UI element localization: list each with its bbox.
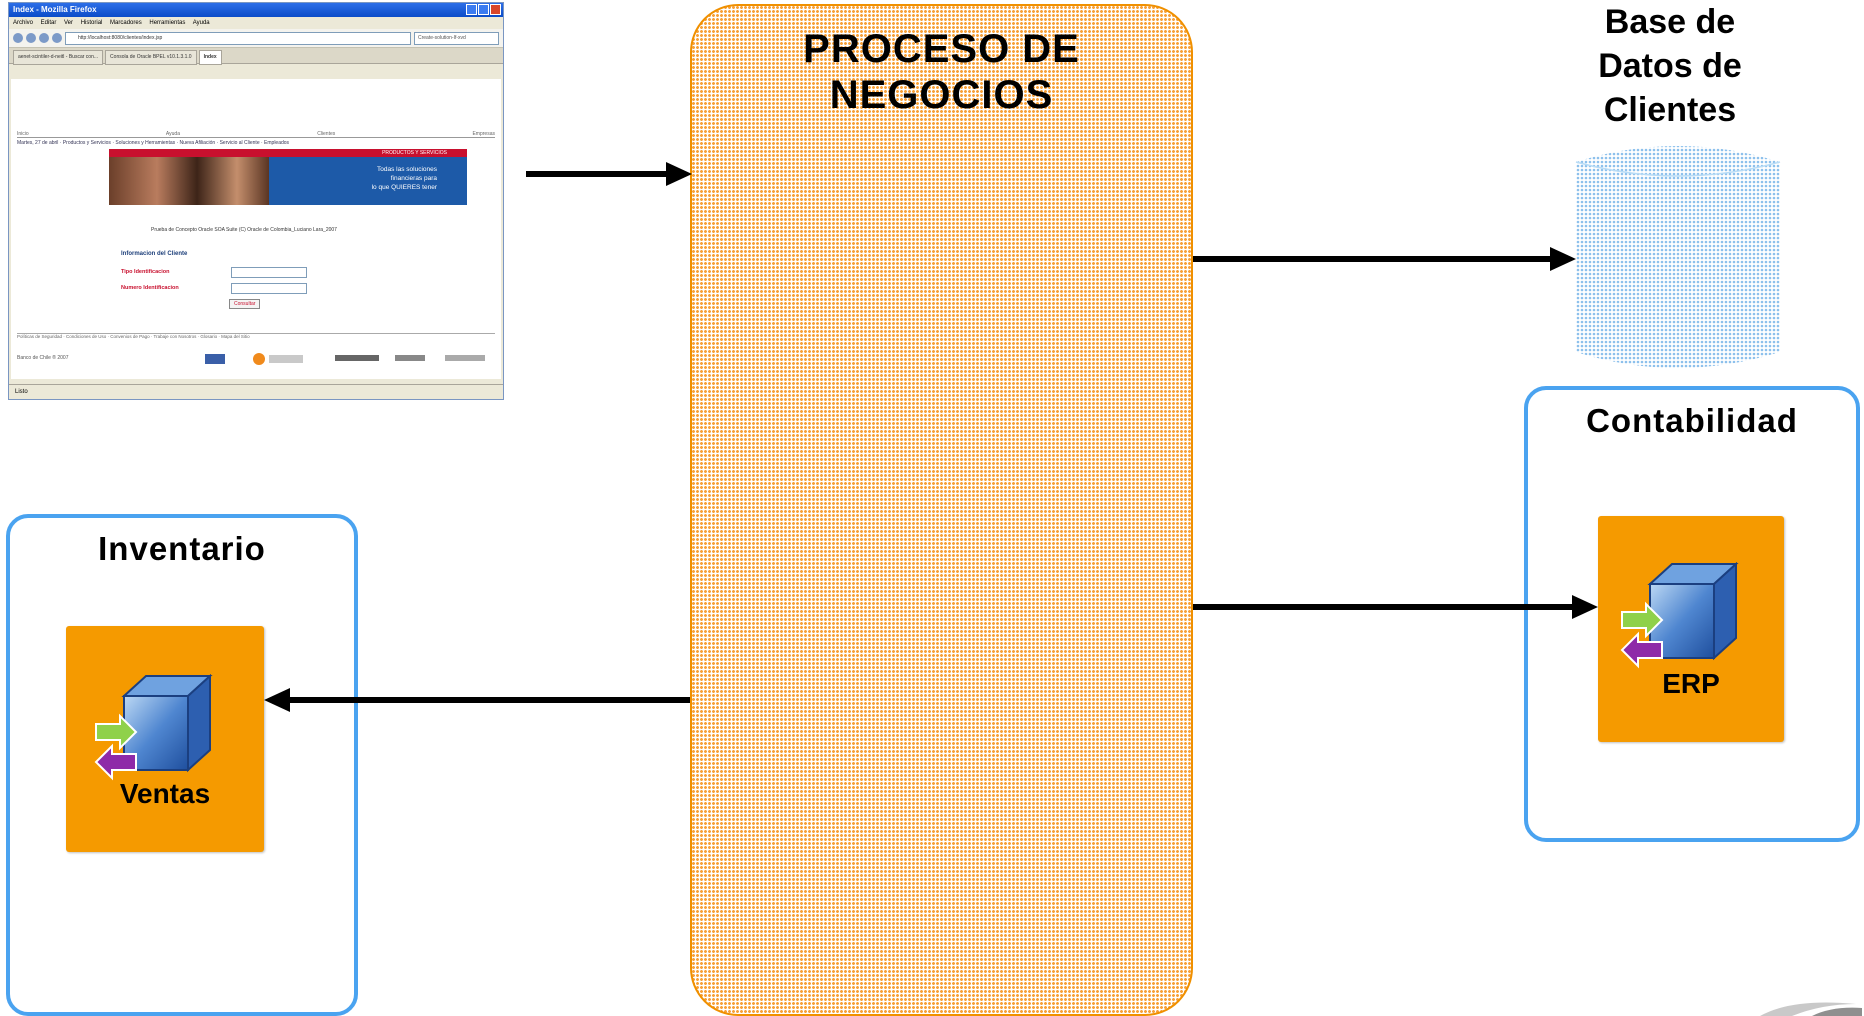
browser-tabbar: aenet-scintiler-d-neitl - Buscar con... … <box>9 48 503 65</box>
home-icon <box>52 33 62 43</box>
site-nav-item: Inicio <box>17 131 29 137</box>
browser-statusbar: Listo <box>9 384 503 399</box>
business-process-title-line1: PROCESO DE <box>803 27 1080 71</box>
browser-window-title: Index - Mozilla Firefox <box>13 5 97 14</box>
customer-database-label-line1: Base de <box>1604 3 1736 41</box>
browser-viewport: Inicio Ayuda Clientes Empresas Martes, 2… <box>11 79 501 379</box>
business-process-title: PROCESO DE NEGOCIOS <box>690 26 1193 118</box>
browser-screenshot: Index - Mozilla Firefox Archivo Editar V… <box>8 2 504 400</box>
banner-slogan: Todas las soluciones financieras para lo… <box>371 166 437 191</box>
window-controls <box>466 4 501 15</box>
business-process-block <box>690 4 1193 1016</box>
contabilidad-title: Contabilidad <box>1586 402 1798 439</box>
site-nav: Inicio Ayuda Clientes Empresas <box>17 131 495 138</box>
erp-service-cube-icon <box>1620 562 1739 669</box>
business-process-title-line2: NEGOCIOS <box>829 73 1054 117</box>
browser-tab: Consola de Oracle BPEL v10.1.3.1.0 <box>105 50 197 65</box>
browser-tab: aenet-scintiler-d-neitl - Buscar con... <box>13 50 104 65</box>
erp-label: ERP <box>1662 668 1720 699</box>
form-title: Informacion del Cliente <box>121 251 188 257</box>
browser-titlebar: Index - Mozilla Firefox <box>9 3 503 17</box>
field-input-tipo <box>231 267 307 278</box>
browser-menubar: Archivo Editar Ver Historial Marcadores … <box>13 20 210 26</box>
consultar-button: Consultar <box>229 299 261 309</box>
corner-logo-mark <box>1760 1002 1862 1016</box>
browser-navbar: http://localhost:8080/clientes/index.jsp… <box>9 29 503 48</box>
browser-search: Create-solution-If-xvd <box>414 31 499 45</box>
maximize-icon <box>478 4 489 15</box>
footer-copyright: Banco de Chile ® 2007 <box>17 355 69 361</box>
minimize-icon <box>466 4 477 15</box>
site-nav-item: Clientes <box>317 131 336 137</box>
field-label-tipo: Tipo Identificacion <box>121 269 170 275</box>
banner-header: PRODUCTOS Y SERVICIOS <box>109 149 467 157</box>
field-label-numero: Numero Identificacion <box>121 285 179 291</box>
close-icon <box>490 4 501 15</box>
browser-url: http://localhost:8080/clientes/index.jsp <box>65 31 411 45</box>
back-icon <box>13 33 23 43</box>
site-footer-logos: Banco de Chile ® 2007 <box>17 347 495 369</box>
database-cylinder-icon <box>1575 146 1781 368</box>
field-input-numero <box>231 283 307 294</box>
site-footer-links: Políticas de Seguridad · Condiciones de … <box>17 333 495 339</box>
site-banner: PRODUCTOS Y SERVICIOS Todas las solucion… <box>109 149 467 205</box>
arrow-browser-to-process <box>526 162 692 186</box>
customer-database-label-line2: Datos de <box>1598 47 1742 85</box>
reload-icon <box>39 33 49 43</box>
ventas-label: Ventas <box>119 778 211 809</box>
page-caption: Prueba de Concepto Oracle SOA Suite (C) … <box>151 227 337 233</box>
site-subnav: Martes, 27 de abril · Productos y Servic… <box>17 140 290 146</box>
site-nav-item: Empresas <box>472 131 495 137</box>
partner-logos <box>205 353 485 365</box>
forward-icon <box>26 33 36 43</box>
customer-database-label: Base de Datos de Clientes <box>1560 0 1780 132</box>
customer-database-label-line3: Clientes <box>1603 91 1737 129</box>
inventario-title: Inventario <box>98 530 266 567</box>
ventas-service-cube-icon <box>94 674 213 781</box>
browser-tab-active: Index <box>198 50 222 65</box>
arrow-process-to-database <box>1193 247 1576 271</box>
site-nav-item: Ayuda <box>165 131 180 137</box>
banner-photo <box>109 157 269 205</box>
